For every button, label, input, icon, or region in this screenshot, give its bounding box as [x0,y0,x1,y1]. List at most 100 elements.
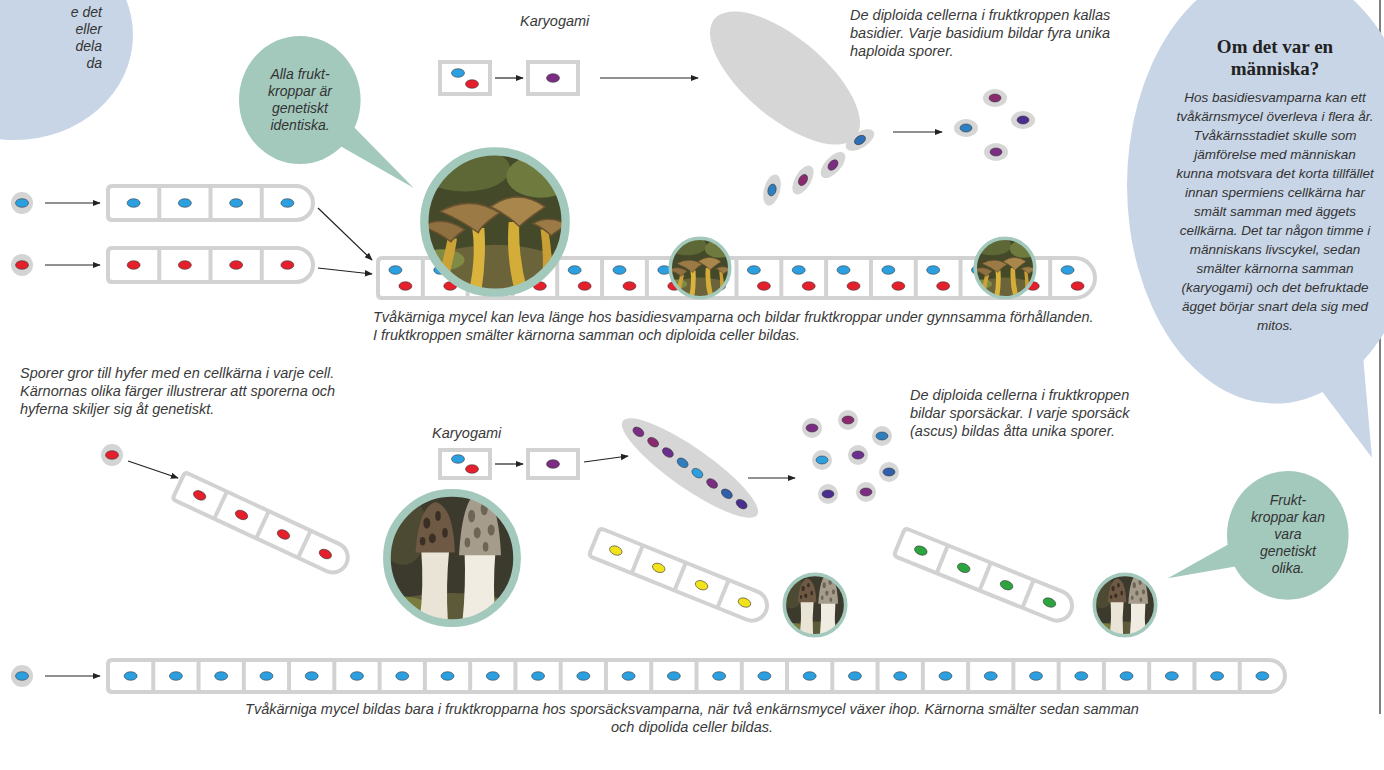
morel-photo [1089,572,1162,645]
nucleus [984,672,997,681]
bubble-ellipse [0,0,133,140]
arrow [495,77,523,78]
arrow [584,456,628,462]
cell-wall [921,660,925,692]
cell-wall [1192,660,1196,692]
nucleus [757,282,770,291]
nucleus [803,672,816,681]
nucleus [937,282,950,291]
cell-wall [1011,660,1015,692]
nucleus [276,528,291,541]
arrow [318,208,372,260]
cell-wall [256,511,269,538]
cell-wall [824,258,828,298]
spore [11,665,33,687]
cell-wall [869,258,873,298]
nucleus [894,672,907,681]
cell-wall [157,186,161,220]
nucleus [1256,672,1269,681]
karyogami-cells [440,450,578,478]
cell-wall [785,660,789,692]
arrow [45,202,100,203]
nucleus [127,261,140,270]
nucleus [169,672,182,681]
nucleus [192,489,207,502]
caption-text: De diploida cellerna i fruktkroppen kall… [850,6,1135,60]
hypha-wall [172,472,352,577]
hypha [108,248,313,282]
hypha-wall [108,660,1285,692]
nucleus [389,266,402,275]
nucleus [1165,672,1178,681]
hypha [172,472,352,577]
hypha [108,660,1285,692]
arrow [893,131,942,132]
nucleus [350,672,363,681]
cell-wall [197,660,201,692]
nucleus [127,199,140,208]
cell-wall [830,660,834,692]
arrow [600,77,698,78]
nucleus [1075,672,1088,681]
cell-wall [645,258,649,298]
bubble-text: Alla frukt-kroppar är genetiskt identisk… [260,66,340,134]
nucleus [1061,266,1074,275]
ascospores [802,410,899,504]
nucleus [1030,672,1043,681]
nucleus [532,672,545,681]
cell-wall [1238,660,1242,692]
nucleus [999,579,1014,592]
arrow [45,675,100,676]
nucleus [486,672,499,681]
bubble-body: Frukt-kroppar kan vara genetiskt olika. [1248,492,1328,577]
nucleus [234,508,249,521]
nucleus [927,266,940,275]
nucleus [230,199,243,208]
nucleus [178,199,191,208]
cell-wall [735,258,739,298]
ascus [611,405,768,532]
arrow [128,461,178,478]
cell-wall [600,258,604,298]
cell-wall [242,660,246,692]
morel-photo [375,488,529,642]
nucleus [260,672,273,681]
cell-wall [1147,660,1151,692]
chanterelle-photo [970,236,1040,306]
nucleus [623,282,636,291]
nucleus [737,596,752,609]
caption-text: Karyogami [520,12,589,30]
cell-wall [914,258,918,298]
hypha [894,528,1077,625]
nucleus [1042,596,1057,609]
cell-wall [675,563,686,591]
caption-text: Karyogami [432,424,501,442]
cell-wall [209,186,213,220]
bubble-body: e det eller dela da [60,4,102,72]
spore [101,444,123,466]
nucleus [694,579,709,592]
bubble-text: Om det var en människa?Hos basidiesvampa… [1175,36,1375,335]
cell-wall [966,660,970,692]
caption-text: De diploida cellerna i fruktkroppen bild… [910,386,1135,440]
cell-wall [378,660,382,692]
nucleus [622,672,635,681]
cell-wall [1022,580,1033,608]
cell-wall [209,248,213,282]
nucleus [124,672,137,681]
cell-wall [421,258,425,298]
nucleus [230,261,243,270]
cell-wall [1057,660,1061,692]
hypha-wall [108,248,313,282]
cell-wall [649,660,653,692]
nucleus [215,672,228,681]
cell-wall [937,545,948,573]
cell-wall [740,660,744,692]
karyogami-cells [440,62,578,94]
cell-wall [260,248,264,282]
cell-wall [695,660,699,692]
nucleus [913,544,928,557]
cell-wall [717,580,728,608]
caption-text: Tvåkärniga mycel bildas bara i fruktkrop… [232,700,1152,736]
